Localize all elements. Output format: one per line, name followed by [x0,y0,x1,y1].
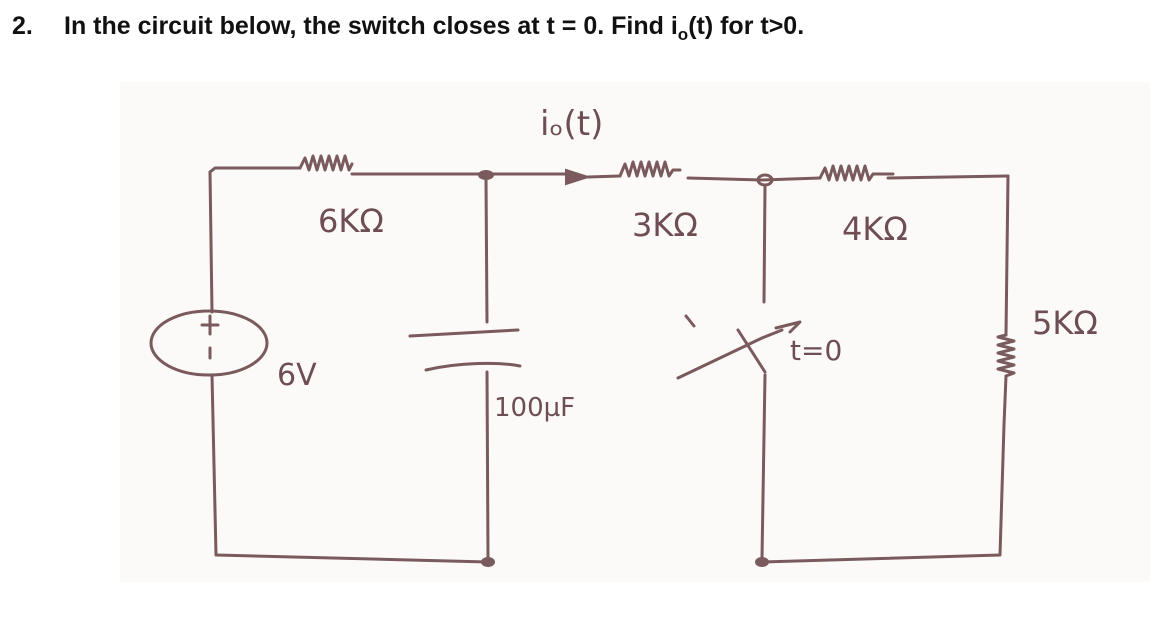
switch-contact [736,328,767,374]
resistor-6k [298,154,354,172]
capacitor-plate-bottom [424,361,522,372]
switch-blade [676,328,784,380]
switch-time-label: t=0 [790,334,842,367]
source-voltage-label: 6V [277,358,317,393]
question-number: 2. [12,12,33,40]
capacitor-bottom-wire [485,370,490,560]
resistor-4k-label: 4KΩ [842,210,908,248]
question-text-tail: (t) for t>0. [688,12,805,40]
top-wires [208,166,1010,182]
voltage-source-circle [149,309,269,377]
switch-bottom-wire [760,373,767,560]
capacitor-label: 100µF [494,393,575,423]
resistor-4k [818,164,895,182]
question-subscript: o [677,25,689,44]
resistor-3k [618,160,682,178]
current-label: iₒ(t) [540,104,603,144]
capacitor-top-wire [484,176,489,324]
question-text: 2. In the circuit below, the switch close… [12,12,804,45]
switch-top-wire [762,183,767,304]
resistor-5k [996,333,1016,378]
resistor-3k-label: 3KΩ [632,206,698,244]
switch-arrow [774,320,802,334]
question-text-main: In the circuit below, the switch closes … [64,12,678,40]
resistor-6k-label: 6KΩ [318,202,384,240]
switch-hook [684,314,696,328]
resistor-5k-label: 5KΩ [1032,304,1098,342]
node-top-left [478,170,494,180]
current-arrow [565,168,592,186]
capacitor-plate-top [408,328,520,338]
